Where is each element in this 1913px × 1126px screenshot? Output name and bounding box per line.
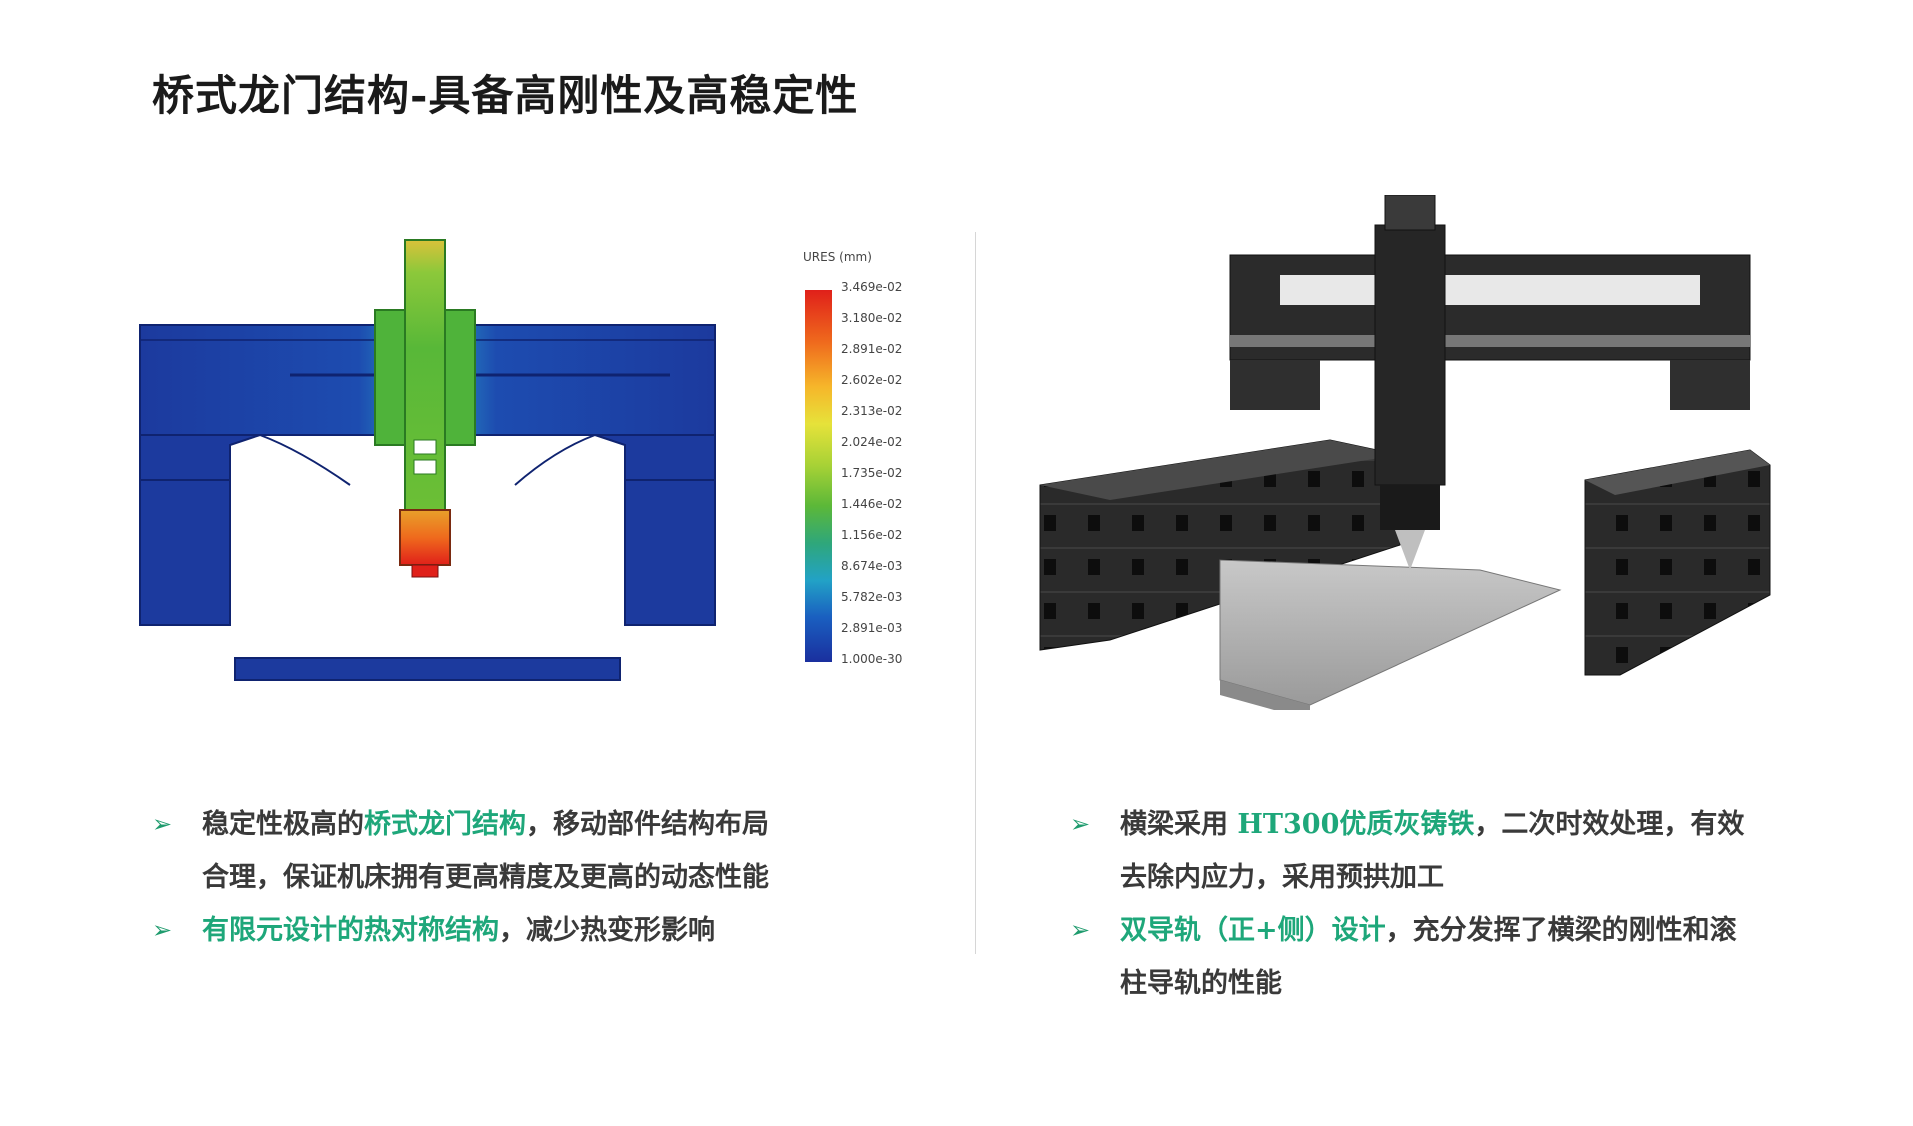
color-scale-bar [805,290,832,662]
bullet-text: 合理，保证机床拥有更高精度及更高的动态性能 [202,862,769,893]
legend-tick: 1.000e-30 [841,652,903,666]
highlight-text: 桥式龙门结构 [364,809,526,840]
highlight-text: HT300优质灰铸铁 [1237,809,1475,840]
legend-title: URES (mm) [803,250,872,264]
legend-tick: 2.891e-02 [841,342,903,356]
bullet-text: ，充分发挥了横梁的刚性和滚 [1385,915,1737,946]
page-title: 桥式龙门结构-具备高刚性及高稳定性 [152,71,859,120]
bullet-text: 柱导轨的性能 [1120,968,1282,999]
bullet-text: 横梁采用 [1120,809,1238,840]
legend-tick: 2.313e-02 [841,404,903,418]
legend-tick: 8.674e-03 [841,559,903,573]
legend-tick: 1.735e-02 [841,466,903,480]
right-bullet-list: ➢ 横梁采用 HT300优质灰铸铁，二次时效处理，有效 去除内应力，采用预拱加工… [1070,798,1810,1010]
legend-tick: 3.180e-02 [841,311,903,325]
left-bullet-list: ➢ 稳定性极高的桥式龙门结构，移动部件结构布局 合理，保证机床拥有更高精度及更高… [152,798,872,957]
legend-ticks: 3.469e-02 3.180e-02 2.891e-02 2.602e-02 … [841,280,921,670]
bullet-text: ，减少热变形影响 [499,915,715,946]
highlight-text: 双导轨（正+侧）设计 [1120,915,1386,946]
legend-tick: 5.782e-03 [841,590,903,604]
legend-tick: 2.891e-03 [841,621,903,635]
arrow-right-icon: ➢ [1070,916,1091,944]
legend-tick: 2.602e-02 [841,373,903,387]
gantry-machine-image [1039,195,1771,710]
bullet-text: ，二次时效处理，有效 [1474,809,1745,840]
list-item: ➢ 横梁采用 HT300优质灰铸铁，二次时效处理，有效 去除内应力，采用预拱加工 [1070,798,1810,904]
legend-tick: 2.024e-02 [841,435,903,449]
arrow-right-icon: ➢ [152,916,173,944]
bullet-text: 稳定性极高的 [202,809,364,840]
bullet-text: ，移动部件结构布局 [526,809,769,840]
list-item: ➢ 稳定性极高的桥式龙门结构，移动部件结构布局 合理，保证机床拥有更高精度及更高… [152,798,872,904]
highlight-text: 有限元设计的热对称结构 [202,915,499,946]
legend-tick: 1.446e-02 [841,497,903,511]
arrow-right-icon: ➢ [152,810,173,838]
list-item: ➢ 有限元设计的热对称结构，减少热变形影响 [152,904,872,957]
arrow-right-icon: ➢ [1070,810,1091,838]
bullet-text: 去除内应力，采用预拱加工 [1120,862,1444,893]
list-item: ➢ 双导轨（正+侧）设计，充分发挥了横梁的刚性和滚 柱导轨的性能 [1070,904,1810,1010]
legend-tick: 1.156e-02 [841,528,903,542]
legend-tick: 3.469e-02 [841,280,903,294]
fea-simulation-image [139,239,716,681]
column-divider [975,232,976,954]
